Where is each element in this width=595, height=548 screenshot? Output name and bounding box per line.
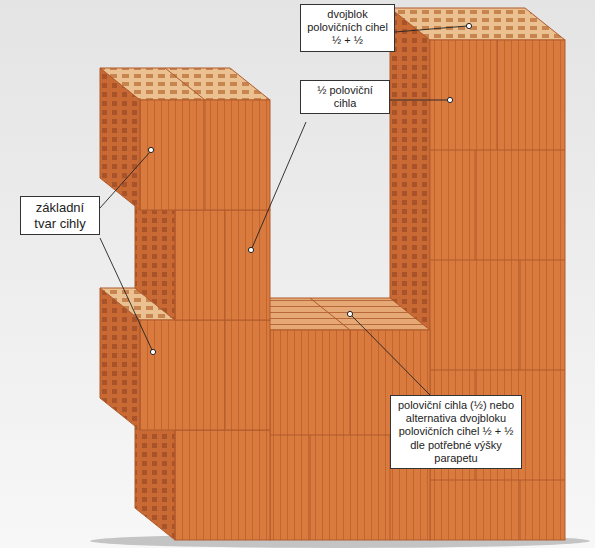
leader-lines <box>100 26 467 395</box>
left-pillar-part <box>225 210 226 320</box>
callout-text: ½ poloviční cihla <box>306 84 384 110</box>
right-pillar-part <box>475 150 476 260</box>
leader-lines-part <box>100 152 150 208</box>
left-pillar-part <box>205 100 206 210</box>
leader-dots-part <box>148 147 153 152</box>
leader-dots-part <box>248 247 253 252</box>
parapet-wall-part <box>310 298 350 330</box>
right-pillar <box>390 8 565 540</box>
left-pillar-part <box>140 100 270 210</box>
left-pillar-part <box>225 320 226 430</box>
right-pillar-part <box>430 260 565 261</box>
callout-box: základní tvar cihly <box>20 196 100 235</box>
leader-dots-part <box>347 311 352 316</box>
right-pillar-part <box>390 8 430 330</box>
leader-lines-part <box>352 316 430 395</box>
callout-text: základní tvar cihly <box>26 200 94 231</box>
callout-text: poloviční cihla (½) nebo alternativa dvo… <box>396 399 516 465</box>
left-pillar <box>100 68 270 540</box>
leader-dots-part <box>466 23 471 28</box>
right-pillar-part <box>497 40 498 150</box>
parapet-wall-part <box>310 435 311 540</box>
left-pillar-part <box>140 320 270 430</box>
left-pillar-part <box>165 68 205 100</box>
left-pillar-part <box>100 68 270 100</box>
right-pillar-part <box>430 480 565 481</box>
leader-dots-part <box>150 349 155 354</box>
left-pillar-part <box>175 430 270 540</box>
leader-lines-part <box>395 26 467 32</box>
callout-box: ½ poloviční cihla <box>300 80 390 114</box>
leader-lines-part <box>390 100 448 101</box>
right-pillar-part <box>520 260 521 370</box>
leader-lines-part <box>252 122 306 248</box>
leader-lines-part <box>100 238 152 350</box>
leader-dots <box>148 23 471 354</box>
parapet-wall-part <box>350 330 351 435</box>
right-pillar-part <box>430 370 565 371</box>
right-pillar-part <box>390 8 565 40</box>
right-pillar-part <box>520 480 521 540</box>
left-pillar-part <box>175 210 270 320</box>
callout-text: dvojblok polovičních cihel ½ + ½ <box>306 8 389 48</box>
callout-box: poloviční cihla (½) nebo alternativa dvo… <box>390 395 522 469</box>
leader-dots-part <box>447 97 452 102</box>
callout-box: dvojblok polovičních cihel ½ + ½ <box>300 4 395 52</box>
